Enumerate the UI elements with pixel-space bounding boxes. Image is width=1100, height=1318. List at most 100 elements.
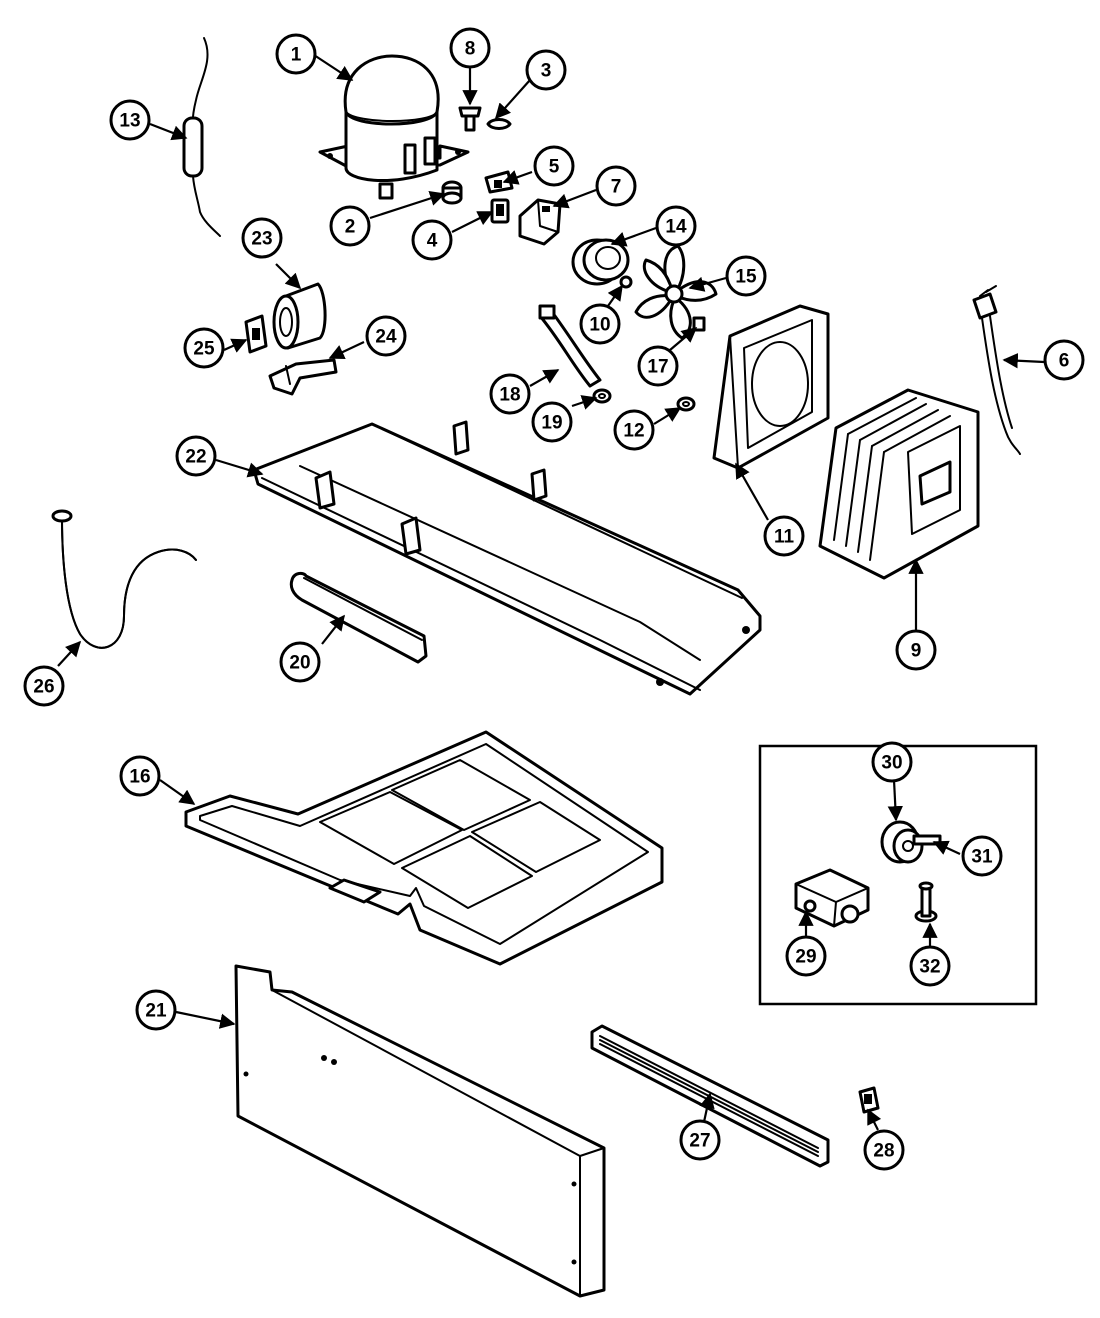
callout-22: 22 (175, 435, 217, 477)
callout-label: 24 (375, 327, 397, 348)
callout-circle (531, 401, 573, 443)
leader-lines (57, 54, 1045, 1131)
callout-label: 31 (971, 847, 993, 868)
part-2-grommet (441, 180, 463, 205)
part-26-drain-hose (51, 509, 197, 649)
callout-label: 8 (465, 39, 476, 60)
callout-circle (613, 409, 655, 451)
callout-11: 11 (763, 515, 805, 557)
part-28-clip (858, 1086, 880, 1114)
callout-circle (579, 303, 621, 345)
callout-circle (679, 1119, 721, 1161)
part-24-bracket (268, 358, 338, 396)
part-11-fan-shroud (712, 304, 830, 470)
part-12-grommet (676, 396, 696, 412)
callout-label: 17 (647, 357, 668, 378)
callout-label: 20 (289, 653, 310, 674)
callout-label: 2 (345, 217, 356, 238)
callout-label: 32 (919, 957, 940, 978)
part-8-screw (458, 106, 482, 132)
callout-1: 1 (275, 33, 317, 75)
callout-label: 3 (541, 61, 552, 82)
callout-circle (23, 665, 65, 707)
callout-label: 29 (795, 947, 816, 968)
callout-circle (279, 641, 321, 683)
callout-27: 27 (679, 1119, 721, 1161)
callout-circle (119, 755, 161, 797)
part-32-leveling-leg (914, 881, 938, 923)
callout-circle (909, 945, 951, 987)
callout-label: 6 (1059, 351, 1070, 372)
callout-label: 27 (689, 1131, 710, 1152)
callout-28: 28 (863, 1129, 905, 1171)
callout-9: 9 (895, 629, 937, 671)
callout-17: 17 (637, 345, 679, 387)
callout-circle (785, 935, 827, 977)
part-31-pin (912, 834, 942, 846)
callout-label: 14 (665, 217, 687, 238)
part-1-compressor (318, 54, 470, 200)
callout-circle (871, 741, 913, 783)
part-3-clip (486, 118, 512, 130)
callout-circle (763, 515, 805, 557)
callout-label: 19 (541, 413, 562, 434)
callout-label: 18 (499, 385, 520, 406)
callout-14: 14 (655, 205, 697, 247)
part-10-nut (619, 275, 633, 289)
callout-circle (961, 835, 1003, 877)
callout-label: 10 (589, 315, 610, 336)
callout-20: 20 (279, 641, 321, 683)
callout-23: 23 (241, 217, 283, 259)
callout-26: 26 (23, 665, 65, 707)
callout-21: 21 (135, 989, 177, 1031)
part-23-capacitor (272, 282, 327, 350)
callout-label: 13 (119, 111, 140, 132)
callout-19: 19 (531, 401, 573, 443)
part-17-clip (692, 316, 706, 332)
callout-15: 15 (725, 255, 767, 297)
part-4-relay (490, 198, 510, 224)
callout-7: 7 (595, 165, 637, 207)
part-22-base-pan (252, 420, 762, 696)
callout-circle (655, 205, 697, 247)
callout-circle (365, 315, 407, 357)
callout-25: 25 (183, 327, 225, 369)
callout-label: 26 (33, 677, 54, 698)
callout-24: 24 (365, 315, 407, 357)
part-19-grommet (592, 388, 612, 404)
part-9-condenser (818, 388, 980, 580)
callout-8: 8 (449, 27, 491, 69)
part-18-bracket (538, 304, 602, 388)
part-15-fan-blade (634, 244, 718, 340)
callout-circle (895, 629, 937, 671)
callout-label: 16 (129, 767, 150, 788)
callout-label: 5 (549, 157, 560, 178)
callout-2: 2 (329, 205, 371, 247)
callout-label: 23 (251, 229, 272, 250)
part-14-fan-motor (571, 238, 630, 286)
callout-label: 9 (911, 641, 922, 662)
callout-label: 21 (145, 1001, 167, 1022)
callout-circle (411, 219, 453, 261)
callout-3: 3 (525, 49, 567, 91)
callout-circle (863, 1129, 905, 1171)
callout-label: 11 (774, 527, 795, 548)
part-16-drain-pan (184, 730, 664, 966)
callout-circle (275, 33, 317, 75)
callout-label: 25 (193, 339, 215, 360)
callout-6: 6 (1043, 339, 1085, 381)
callout-label: 15 (735, 267, 757, 288)
callout-circle (135, 989, 177, 1031)
callout-circle (489, 373, 531, 415)
callout-18: 18 (489, 373, 531, 415)
callout-label: 30 (881, 753, 902, 774)
part-5-bracket (484, 170, 514, 194)
part-25-clip (244, 314, 268, 354)
callout-circle (595, 165, 637, 207)
callout-label: 22 (185, 447, 206, 468)
part-29-roller-assembly (794, 868, 870, 928)
callout-circle (725, 255, 767, 297)
callout-13: 13 (109, 99, 151, 141)
callout-circle (241, 217, 283, 259)
